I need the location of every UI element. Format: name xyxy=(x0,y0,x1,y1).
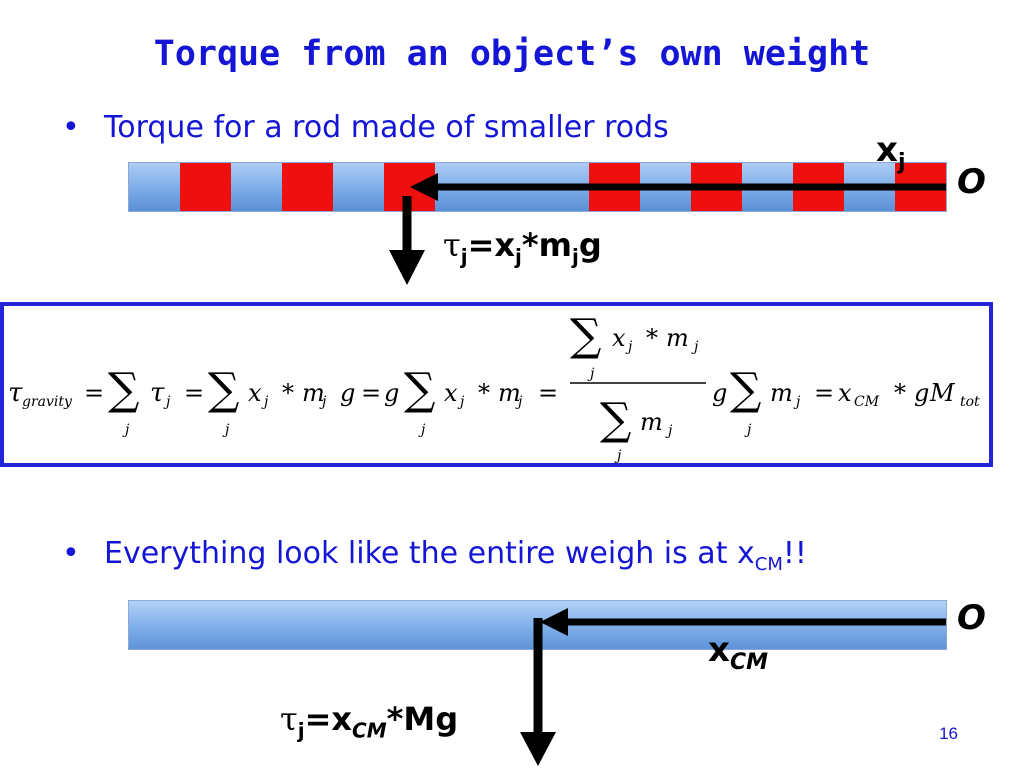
xcm-arrowhead xyxy=(540,608,568,636)
bullet-1-text: Torque for a rod made of smaller rods xyxy=(104,110,669,145)
bottom-arrows xyxy=(520,608,946,766)
svg-text:j: j xyxy=(319,394,327,410)
svg-text:g: g xyxy=(384,379,399,407)
torque-label-top: τj=xj*mjg xyxy=(443,226,602,269)
equation-box xyxy=(0,302,993,467)
weight-arrowhead-bottom xyxy=(520,732,556,766)
xj-arrowhead xyxy=(410,173,438,201)
bullet-1: • Torque for a rod made of smaller rods xyxy=(62,110,669,145)
weight-arrowhead xyxy=(389,250,425,285)
svg-text:x: x xyxy=(612,324,626,352)
svg-text:=: = xyxy=(538,379,558,407)
svg-text:x: x xyxy=(838,379,852,407)
svg-text:x: x xyxy=(444,379,458,407)
svg-text:m: m xyxy=(302,379,325,407)
bullet-2-sub: CM xyxy=(754,554,783,575)
svg-text:x: x xyxy=(248,379,262,407)
svg-text:g: g xyxy=(340,379,355,407)
rod-segment-blue xyxy=(231,163,283,211)
rod-segment-blue xyxy=(129,163,181,211)
torque-label-bottom: τj=xCM*Mg xyxy=(280,700,459,743)
svg-text:∑: ∑ xyxy=(570,310,601,361)
svg-text:=: = xyxy=(814,379,834,407)
svg-text:*: * xyxy=(282,379,294,407)
svg-text:τ: τ xyxy=(150,378,165,408)
origin-label-bottom: O xyxy=(957,598,986,638)
svg-text:m: m xyxy=(498,379,521,407)
svg-text:j: j xyxy=(163,394,171,410)
svg-text:m: m xyxy=(640,408,663,436)
svg-text:∑: ∑ xyxy=(404,364,435,415)
svg-text:j: j xyxy=(587,366,595,382)
svg-text:j: j xyxy=(793,394,801,410)
rod-segment-blue xyxy=(333,163,385,211)
bullet-2: • Everything look like the entire weigh i… xyxy=(62,536,807,575)
svg-text:*: * xyxy=(894,379,906,407)
rod-segment-red xyxy=(180,163,232,211)
svg-text:j: j xyxy=(261,394,269,410)
svg-text:j: j xyxy=(665,423,673,439)
svg-text:j: j xyxy=(614,448,622,464)
gravity-torque-equation: τ gravity = ∑ j τ j = ∑ j x j * m j g = … xyxy=(8,310,980,464)
rod-segment-red xyxy=(282,163,334,211)
xj-label: xj xyxy=(876,130,906,175)
svg-text:CM: CM xyxy=(854,394,880,410)
bullet-2-text: Everything look like the entire weigh is… xyxy=(104,536,755,571)
bullet-2-end: !! xyxy=(782,536,807,571)
svg-text:∑: ∑ xyxy=(108,364,139,415)
svg-text:gravity: gravity xyxy=(22,394,73,410)
svg-text:j: j xyxy=(744,422,752,438)
page-number: 16 xyxy=(939,724,958,743)
origin-label-top: O xyxy=(957,162,986,202)
svg-text:g: g xyxy=(712,379,727,407)
svg-text:m: m xyxy=(666,324,689,352)
svg-text:j: j xyxy=(418,422,426,438)
svg-text:M: M xyxy=(929,379,956,407)
svg-text:j: j xyxy=(625,339,633,355)
bullet-dot: • xyxy=(62,536,80,571)
svg-text:j: j xyxy=(691,339,699,355)
svg-text:g: g xyxy=(914,379,929,407)
slide-title: Torque from an object’s own weight xyxy=(153,34,871,74)
svg-text:j: j xyxy=(122,422,130,438)
svg-text:*: * xyxy=(646,324,658,352)
svg-text:*: * xyxy=(478,379,490,407)
svg-text:τ: τ xyxy=(8,378,23,408)
svg-text:j: j xyxy=(457,394,465,410)
svg-text:∑: ∑ xyxy=(600,394,631,445)
svg-text:=: = xyxy=(184,379,204,407)
svg-text:j: j xyxy=(515,394,523,410)
svg-text:=: = xyxy=(84,379,104,407)
svg-text:∑: ∑ xyxy=(730,364,761,415)
top-arrows xyxy=(389,173,946,285)
svg-text:tot: tot xyxy=(960,394,980,410)
xcm-label: xCM xyxy=(708,630,768,675)
bullet-dot: • xyxy=(62,110,80,145)
svg-text:∑: ∑ xyxy=(208,364,239,415)
svg-text:j: j xyxy=(222,422,230,438)
svg-text:=: = xyxy=(361,379,381,407)
svg-text:m: m xyxy=(770,379,793,407)
